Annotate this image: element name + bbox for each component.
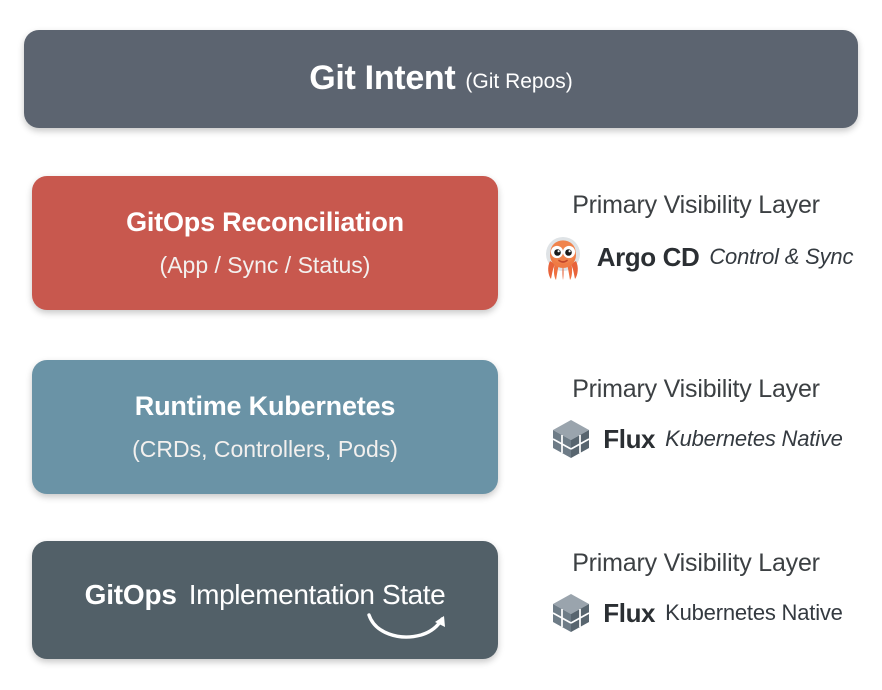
visibility-row-flux-middle: Primary Visibility Layer <box>531 375 861 461</box>
argo-cd-octopus-logo <box>539 233 587 281</box>
layer-title: GitOps Reconciliation <box>126 207 404 238</box>
layer-card-gitops-reconciliation: GitOps Reconciliation (App / Sync / Stat… <box>32 176 498 310</box>
banner-subtitle: (Git Repos) <box>465 69 573 93</box>
brand-line: Flux Kubernetes Native <box>549 417 843 461</box>
layer-card-gitops-implementation-state: GitOps Implementation State <box>32 541 498 659</box>
banner-title: Git Intent <box>309 59 456 98</box>
state-title-group: GitOps Implementation State <box>84 578 446 639</box>
visibility-heading: Primary Visibility Layer <box>572 549 820 577</box>
state-title-bold: GitOps <box>84 578 177 610</box>
layer-subtitle: (CRDs, Controllers, Pods) <box>132 436 398 463</box>
state-title-regular: Implementation State <box>188 578 446 610</box>
curved-arrow-icon <box>365 611 451 645</box>
visibility-row-flux-bottom: Primary Visibility Layer Flux Kubernetes… <box>531 549 861 635</box>
visibility-heading: Primary Visibility Layer <box>572 191 820 219</box>
flux-cube-logo <box>549 591 593 635</box>
visibility-heading: Primary Visibility Layer <box>572 375 820 403</box>
brand-line: Argo CD Control & Sync <box>539 233 854 281</box>
layer-subtitle: (App / Sync / Status) <box>159 252 371 279</box>
brand-name: Argo CD <box>596 241 700 272</box>
flux-cube-logo <box>549 417 593 461</box>
brand-tagline: Control & Sync <box>709 244 854 269</box>
brand-name: Flux <box>603 423 656 454</box>
brand-tagline: Kubernetes Native <box>665 600 843 625</box>
git-intent-banner: Git Intent (Git Repos) <box>24 30 858 128</box>
brand-tagline: Kubernetes Native <box>665 426 843 451</box>
brand-line: Flux Kubernetes Native <box>549 591 843 635</box>
visibility-row-argo: Primary Visibility Layer <box>531 191 861 281</box>
brand-name: Flux <box>603 597 656 628</box>
layer-title: Runtime Kubernetes <box>134 391 396 422</box>
layer-card-runtime-kubernetes: Runtime Kubernetes (CRDs, Controllers, P… <box>32 360 498 494</box>
